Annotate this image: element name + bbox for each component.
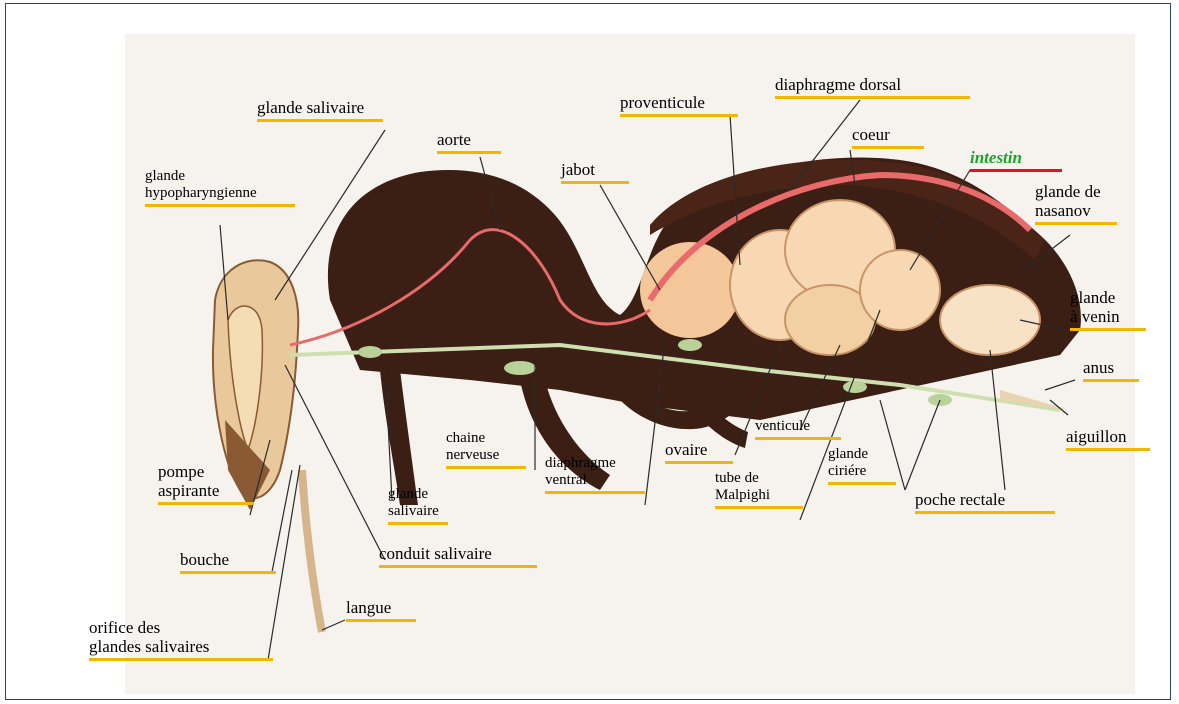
label-conduit-salivaire: conduit salivaire bbox=[379, 544, 537, 568]
label-coeur: coeur bbox=[852, 125, 924, 149]
label-bouche: bouche bbox=[180, 550, 276, 574]
label-proventicule: proventicule bbox=[620, 93, 738, 117]
label-glande-salivaire-bottom: glande salivaire bbox=[388, 486, 448, 525]
label-anus: anus bbox=[1083, 358, 1139, 382]
label-aiguillon: aiguillon bbox=[1066, 427, 1150, 451]
label-chaine-nerveuse: chaine nerveuse bbox=[446, 430, 526, 469]
label-aorte: aorte bbox=[437, 130, 501, 154]
ganglion-1 bbox=[358, 346, 382, 358]
label-ovaire: ovaire bbox=[665, 440, 733, 464]
leg-1 bbox=[380, 370, 418, 505]
label-diaphragme-ventral: diaphragme ventral bbox=[545, 455, 645, 494]
label-poche-rectale: poche rectale bbox=[915, 490, 1055, 514]
label-venticule: venticule bbox=[755, 418, 841, 440]
tongue bbox=[302, 470, 322, 632]
label-glande-venin: glande à venin bbox=[1070, 288, 1146, 331]
label-jabot: jabot bbox=[561, 160, 629, 184]
label-diaphragme-dorsal: diaphragme dorsal bbox=[775, 75, 970, 99]
ganglion-3 bbox=[678, 339, 702, 351]
label-orifice-glandes-salivaires: orifice des glandes salivaires bbox=[89, 618, 273, 661]
label-glande-nasanov: glande de nasanov bbox=[1035, 182, 1117, 225]
label-langue: langue bbox=[346, 598, 416, 622]
label-glande-salivaire-top: glande salivaire bbox=[257, 98, 383, 122]
label-tube-malpighi: tube de Malpighi bbox=[715, 470, 803, 509]
label-glande-hypopharyngienne: glande hypopharyngienne bbox=[145, 168, 323, 207]
ganglion-4 bbox=[843, 381, 867, 393]
label-intestin: intestin bbox=[970, 148, 1062, 172]
label-pompe-aspirante: pompe aspirante bbox=[158, 462, 254, 505]
ganglion-2 bbox=[504, 361, 536, 375]
rectal-pouch bbox=[940, 285, 1040, 355]
intestine-coil-4 bbox=[860, 250, 940, 330]
label-glande-ciriere: glande ciriére bbox=[828, 446, 896, 485]
